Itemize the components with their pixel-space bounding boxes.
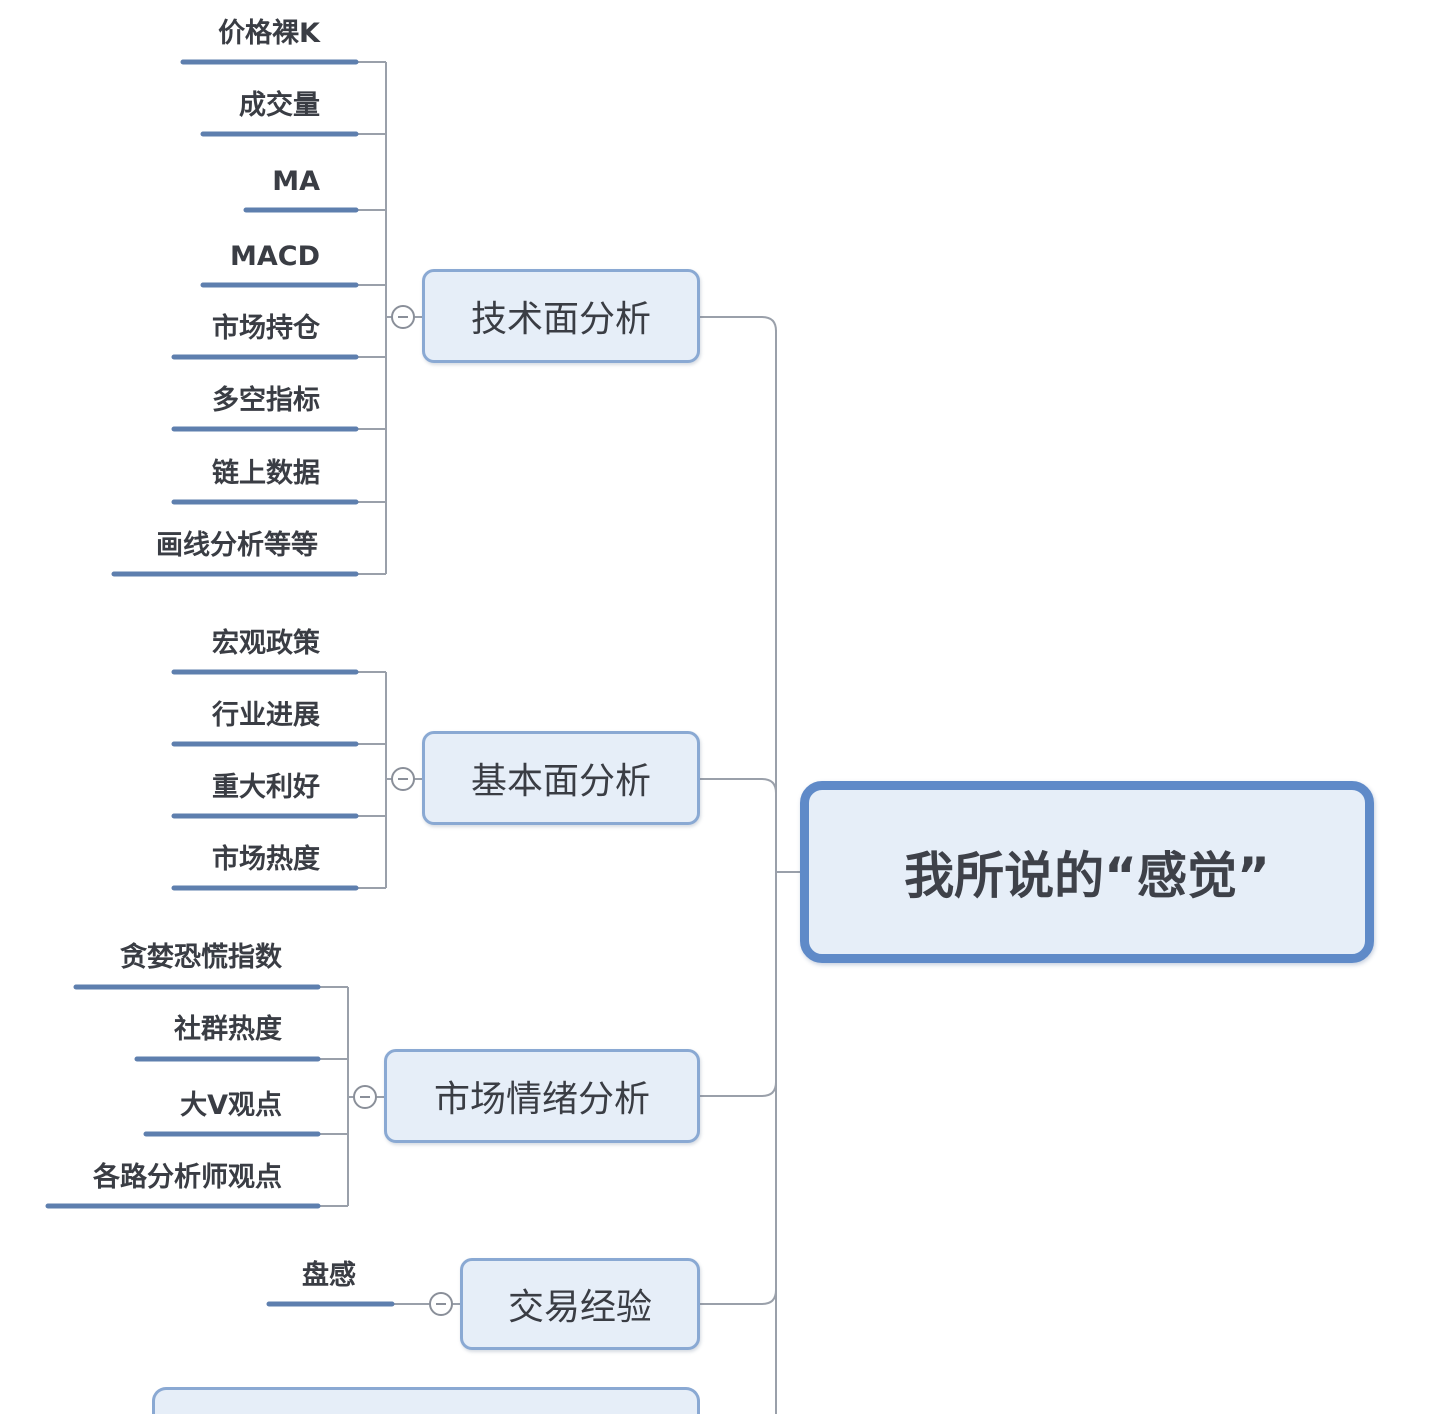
leaf-item[interactable]: MA: [272, 166, 320, 197]
leaf-item[interactable]: 多空指标: [212, 385, 320, 416]
leaf-item[interactable]: 价格裸K: [218, 18, 320, 49]
branch-node-partial[interactable]: [152, 1387, 700, 1414]
leaf-item[interactable]: 市场热度: [212, 844, 320, 875]
connector-fundamental: [700, 778, 777, 794]
leaf-item[interactable]: 市场持仓: [212, 313, 320, 344]
leaf-item[interactable]: 贪婪恐慌指数: [120, 942, 282, 973]
connector-sentiment: [700, 1081, 777, 1097]
leaf-item[interactable]: 重大利好: [212, 772, 320, 803]
branch-node-experience[interactable]: 交易经验: [460, 1258, 700, 1350]
collapse-toggle-icon[interactable]: [353, 1085, 377, 1109]
leaf-item[interactable]: 画线分析等等: [156, 530, 318, 561]
root-node[interactable]: 我所说的“感觉”: [800, 781, 1374, 963]
leaf-item[interactable]: 盘感: [302, 1260, 356, 1291]
leaf-item[interactable]: 宏观政策: [212, 628, 320, 659]
branch-label: 基本面分析: [470, 761, 651, 802]
branch-node-sentiment[interactable]: 市场情绪分析: [384, 1049, 700, 1143]
connector-experience: [700, 1289, 777, 1305]
connector-technical: [700, 316, 777, 332]
leaf-item[interactable]: 大V观点: [180, 1090, 282, 1121]
collapse-toggle-icon[interactable]: [391, 767, 415, 791]
leaf-item[interactable]: 行业进展: [212, 700, 320, 731]
leaf-item[interactable]: 社群热度: [174, 1014, 282, 1045]
collapse-toggle-icon[interactable]: [429, 1292, 453, 1316]
branch-node-fundamental[interactable]: 基本面分析: [422, 731, 700, 825]
branch-node-technical[interactable]: 技术面分析: [422, 269, 700, 363]
branch-label: 市场情绪分析: [433, 1079, 650, 1120]
root-node-label: 我所说的“感觉”: [904, 847, 1270, 905]
leaf-item[interactable]: 链上数据: [212, 458, 320, 489]
leaf-item[interactable]: 各路分析师观点: [93, 1162, 282, 1193]
collapse-toggle-icon[interactable]: [391, 305, 415, 329]
leaf-item[interactable]: MACD: [230, 241, 320, 272]
branch-label: 技术面分析: [470, 299, 651, 340]
leaf-item[interactable]: 成交量: [239, 90, 320, 121]
branch-label: 交易经验: [507, 1287, 652, 1328]
